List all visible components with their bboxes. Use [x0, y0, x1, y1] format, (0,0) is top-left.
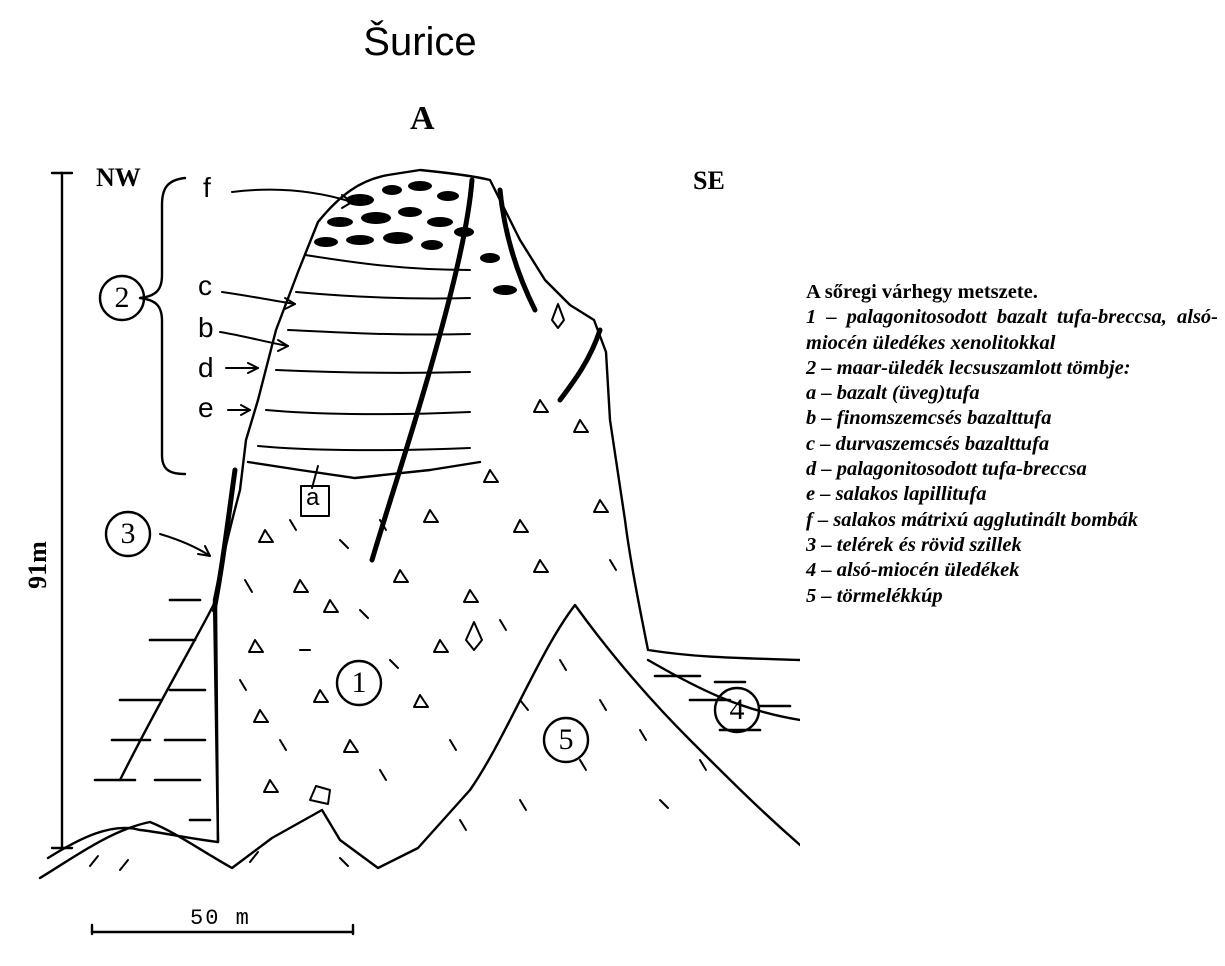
legend-item-3: 3 – telérek és rövid szillek: [806, 533, 1218, 558]
legend-item-f: f – salakos mátrixú agglutinált bombák: [806, 508, 1218, 533]
unit-label-1: 1: [338, 662, 380, 704]
agglutinated-bombs-f: [314, 181, 517, 295]
layer-label-c: c: [198, 270, 212, 302]
geological-cross-section: Šurice A NW SE 91m 50 m f c b d e a 1 2 …: [0, 0, 800, 961]
legend-item-1: 1 – palagonitosodott bazalt tufa-breccsa…: [806, 305, 1218, 356]
height-scale-label: 91m: [23, 525, 53, 605]
unit-label-3: 3: [107, 513, 149, 555]
unit-label-2: 2: [101, 277, 143, 319]
legend-item-b: b – finomszemcsés bazalttufa: [806, 406, 1218, 431]
layer-label-f: f: [203, 172, 211, 204]
layer-label-b: b: [198, 312, 214, 344]
legend-item-a: a – bazalt (üveg)tufa: [806, 381, 1218, 406]
legend-item-4: 4 – alsó-miocén üledékek: [806, 558, 1218, 583]
direction-nw-label: NW: [96, 163, 141, 193]
ground-line: [40, 605, 800, 878]
brace-unit-2: [140, 178, 185, 474]
legend: A sőregi várhegy metszete. 1 – palagonit…: [806, 280, 1218, 609]
legend-item-d: d – palagonitosodott tufa-breccsa: [806, 457, 1218, 482]
sediment-hatching-left: [95, 600, 210, 820]
direction-se-label: SE: [693, 166, 725, 196]
unit-label-5: 5: [545, 719, 587, 761]
dikes: [214, 180, 600, 610]
layer-label-a: a: [306, 484, 319, 512]
section-letter: A: [410, 100, 435, 138]
layer-label-e: e: [198, 392, 214, 424]
maar-bedding-lines: [258, 255, 470, 450]
legend-item-e: e – salakos lapillitufa: [806, 482, 1218, 507]
width-scale-label: 50 m: [190, 906, 251, 931]
diagram-title: Šurice: [300, 20, 540, 65]
maar-block-base: [248, 462, 480, 478]
legend-item-c: c – durvaszemcsés bazalttufa: [806, 432, 1218, 457]
unit-label-4: 4: [716, 689, 758, 731]
cross-section-drawing: [0, 0, 800, 961]
legend-item-2: 2 – maar-üledék lecsuszamlott tömbje:: [806, 356, 1218, 381]
layer-label-d: d: [198, 352, 214, 384]
legend-item-5: 5 – törmelékkúp: [806, 584, 1218, 609]
height-scale-bar: [52, 173, 72, 848]
legend-title: A sőregi várhegy metszete.: [806, 280, 1218, 305]
